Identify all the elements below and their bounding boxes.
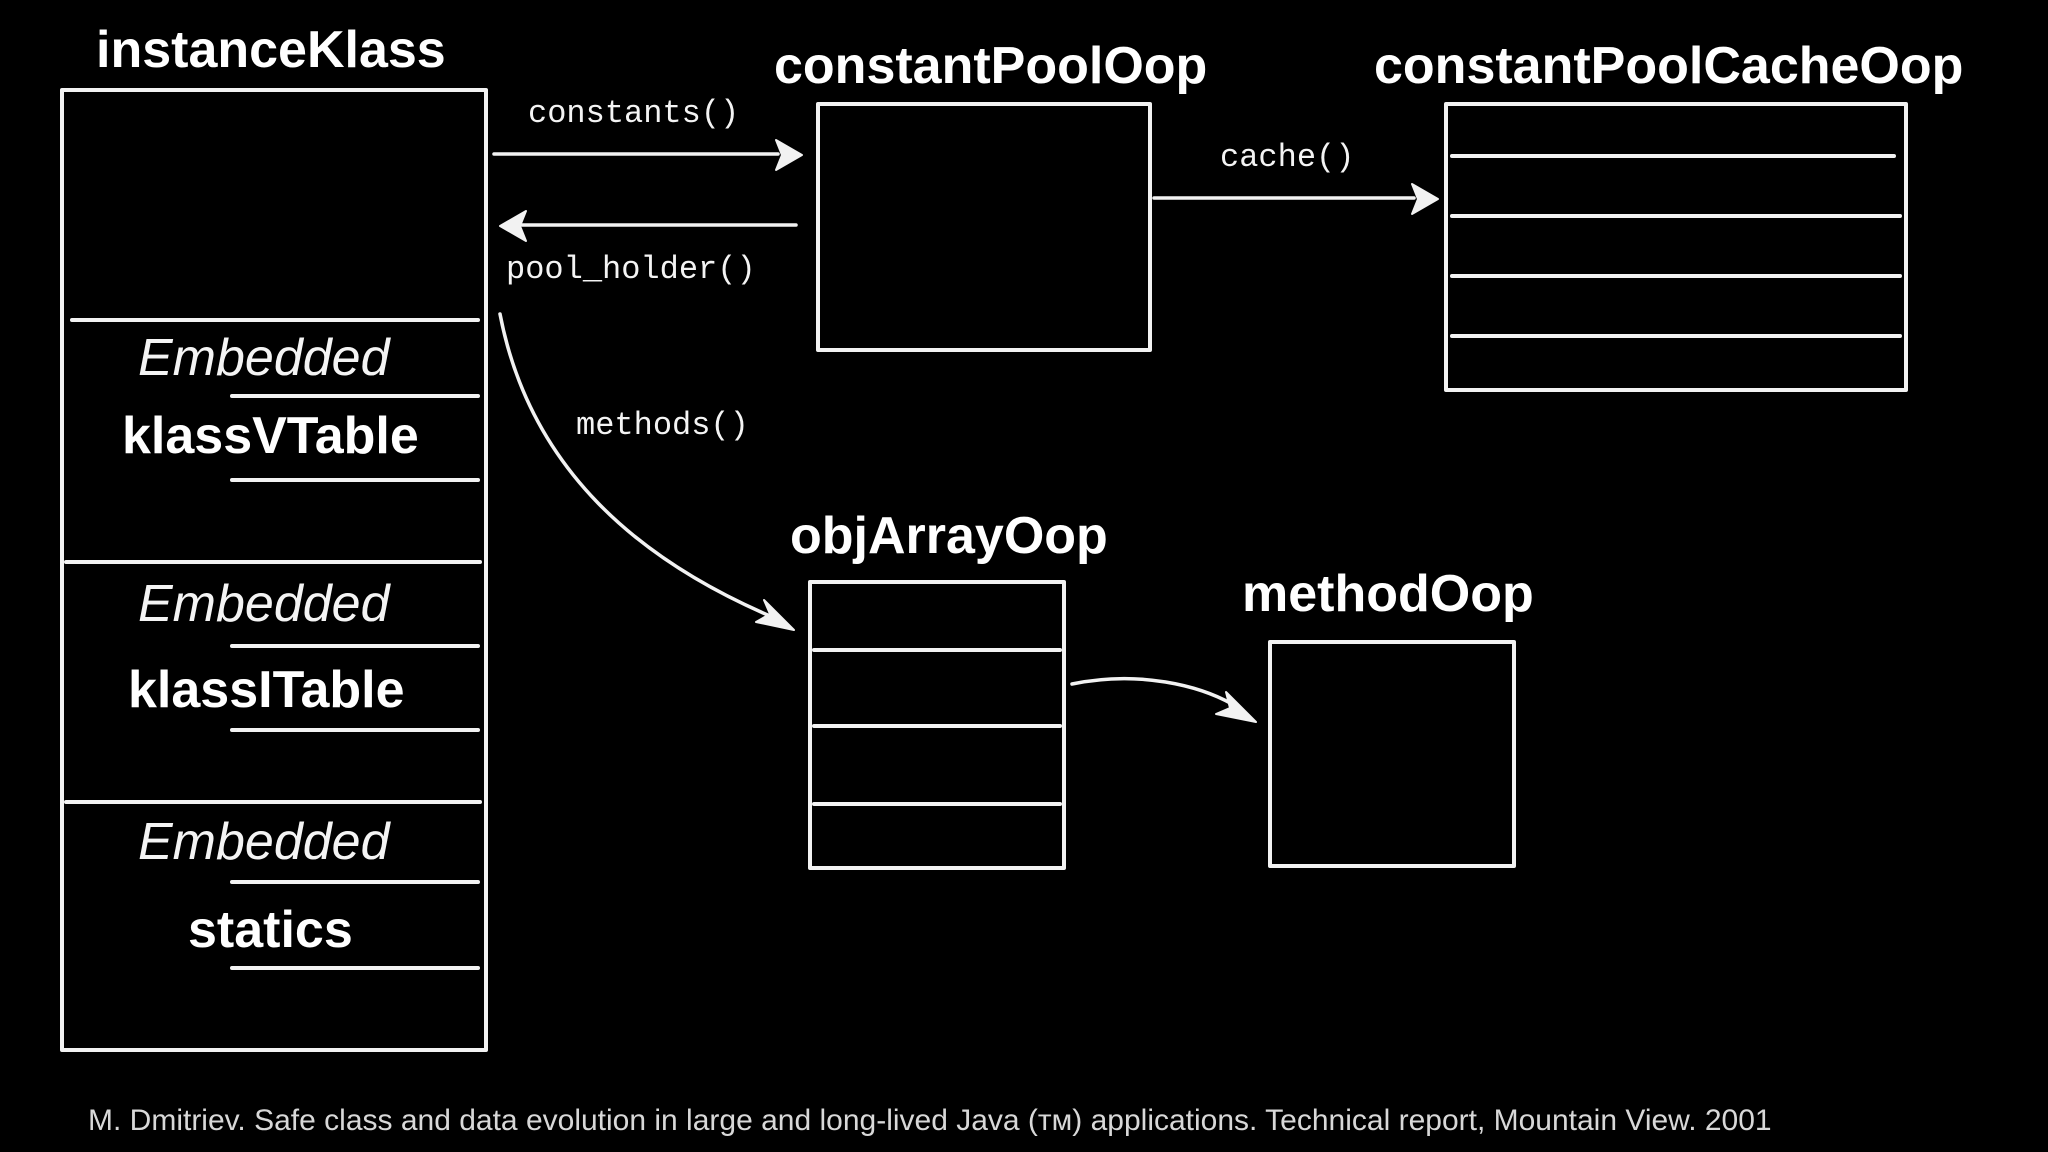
obj-array-oop-title: objArrayOop (790, 507, 1108, 565)
statics-name-label: statics (188, 901, 353, 959)
constant-pool-cache-oop-box (1444, 102, 1908, 392)
itable-embedded-label: Embedded (138, 575, 390, 633)
statics-embedded-label: Embedded (138, 813, 390, 871)
instance-klass-box (60, 88, 488, 1052)
pool-holder-arrowhead (499, 210, 527, 242)
instance-klass-title: instanceKlass (96, 21, 446, 79)
method-oop-title: methodOop (1242, 565, 1534, 623)
methods-arrow (498, 312, 772, 618)
obj-array-to-method-arrow (1070, 677, 1234, 706)
citation-caption: M. Dmitriev. Safe class and data evoluti… (88, 1104, 1772, 1137)
constant-pool-oop-title: constantPoolOop (774, 37, 1208, 95)
constant-pool-cache-oop-title: constantPoolCacheOop (1374, 37, 1964, 95)
cache-label: cache() (1220, 139, 1355, 176)
obj-array-to-method-arrowhead (1215, 691, 1257, 723)
vtable-embedded-label: Embedded (138, 329, 390, 387)
itable-name-label: klassITable (128, 661, 405, 719)
cache-arrowhead (1411, 183, 1439, 215)
method-oop-box (1268, 640, 1516, 868)
vtable-name-label: klassVTable (122, 407, 419, 465)
methods-label: methods() (576, 407, 749, 444)
constant-pool-oop-box (816, 102, 1152, 352)
methods-arrowhead (755, 599, 795, 631)
constants-arrowhead (775, 139, 803, 171)
obj-array-oop-box (808, 580, 1066, 870)
constants-label: constants() (528, 95, 740, 132)
pool-holder-label: pool_holder() (506, 251, 756, 288)
